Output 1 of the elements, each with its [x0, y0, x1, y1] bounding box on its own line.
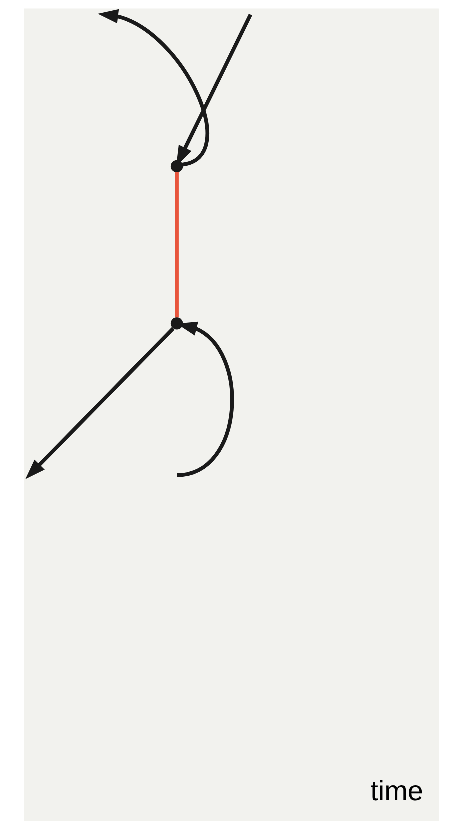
label: time — [370, 775, 423, 806]
